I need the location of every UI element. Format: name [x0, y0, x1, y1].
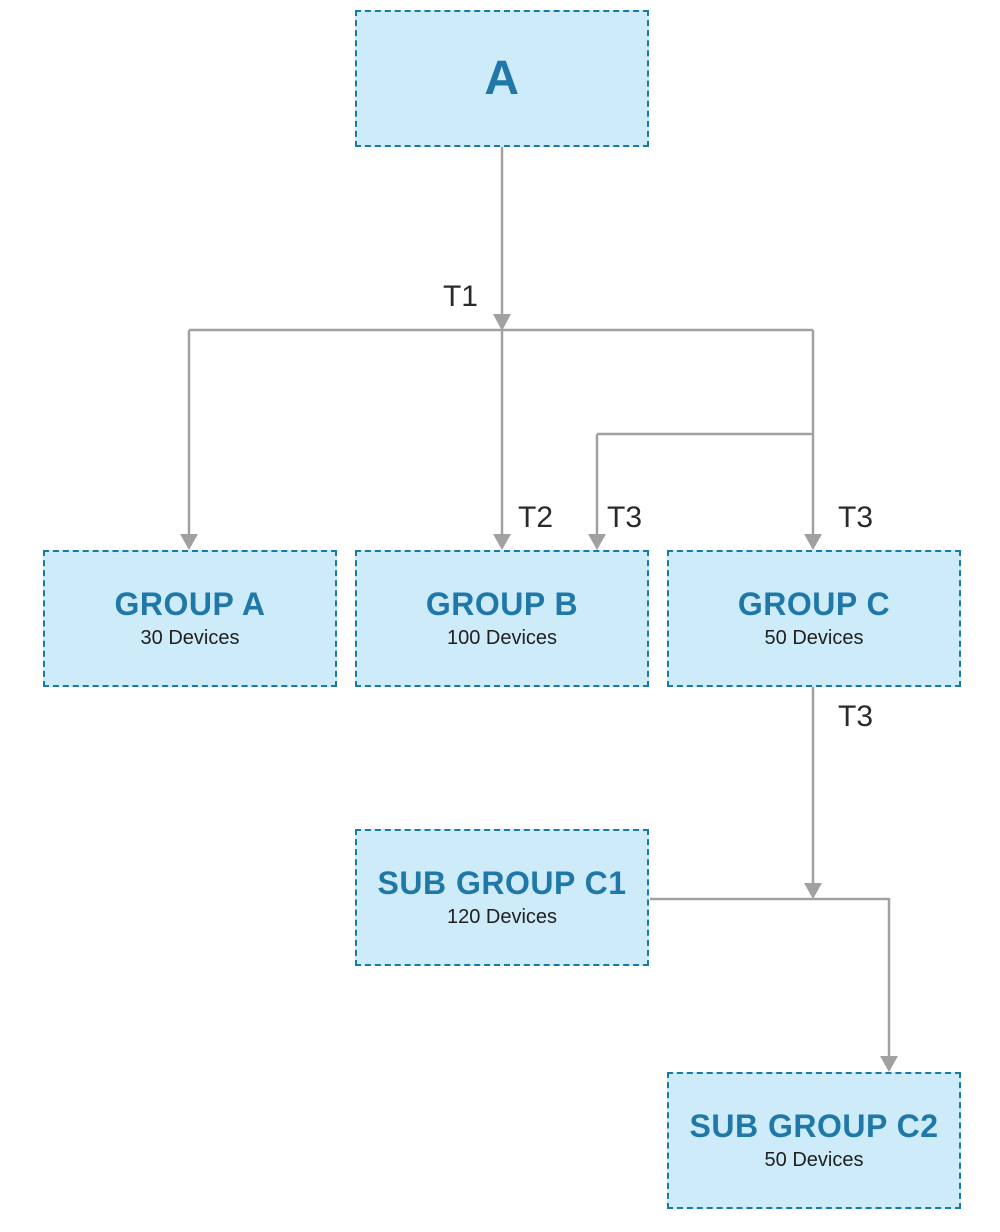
edge-label-t2: T2: [518, 501, 554, 534]
node-sub-group-c1-devices: 120 Devices: [446, 906, 558, 928]
node-sub-group-c2-devices: 50 Devices: [764, 1149, 864, 1171]
edge-group-c-to-subgroups: [804, 687, 822, 899]
node-a-title: A: [484, 51, 520, 105]
edge-sub-c1-to-sub-c2: [650, 897, 898, 1072]
edge-branch-to-group-b: [493, 330, 511, 550]
node-group-a-devices: 30 Devices: [140, 627, 240, 649]
edge-branch-to-group-a: [180, 330, 198, 550]
node-a: A: [355, 10, 649, 147]
node-sub-group-c2: SUB GROUP C2 50 Devices: [667, 1072, 961, 1209]
edge-branch-to-group-c: [804, 330, 822, 550]
edge-label-t3-group-b: T3: [607, 501, 643, 534]
node-sub-group-c1-title: SUB GROUP C1: [377, 865, 627, 901]
node-group-c-title: GROUP C: [737, 586, 891, 622]
edge-label-t3-group-c: T3: [838, 501, 874, 534]
node-group-a: GROUP A 30 Devices: [43, 550, 337, 687]
node-group-b: GROUP B 100 Devices: [355, 550, 649, 687]
edge-label-t1: T1: [442, 280, 478, 313]
node-group-c-devices: 50 Devices: [764, 627, 864, 649]
node-sub-group-c2-title: SUB GROUP C2: [689, 1108, 939, 1144]
node-group-a-title: GROUP A: [114, 586, 266, 622]
node-group-b-title: GROUP B: [425, 586, 579, 622]
node-sub-group-c1: SUB GROUP C1 120 Devices: [355, 829, 649, 966]
node-group-c: GROUP C 50 Devices: [667, 550, 961, 687]
node-group-b-devices: 100 Devices: [446, 627, 558, 649]
edge-label-t3-subgroups: T3: [838, 700, 874, 733]
edge-a-to-branch: [493, 147, 511, 331]
